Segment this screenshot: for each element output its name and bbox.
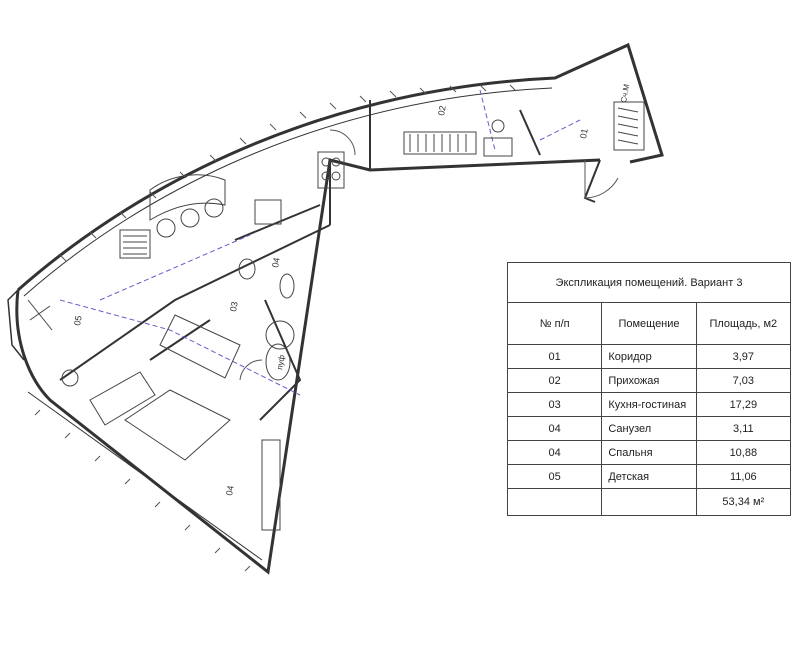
column-header-room: Помещение (601, 302, 697, 345)
row-room-name: Спальня (601, 440, 697, 465)
column-header-area: Площадь, м2 (695, 302, 792, 345)
row-area: 3,97 (695, 344, 792, 369)
wardrobe-hallway (403, 131, 477, 155)
meter-label: Сч.М (619, 83, 631, 103)
row-number: 03 (506, 392, 603, 417)
pouf-label: пуф (275, 354, 287, 371)
exterior-walls (7, 42, 664, 575)
total-area: 53,34 м² (695, 488, 792, 516)
table-row: 04 Санузел 3,11 (506, 416, 792, 441)
row-area: 7,03 (695, 368, 792, 393)
table-row: 05 Детская 11,06 (506, 464, 792, 489)
room-labels: 01 02 03 04 04 05 пуф Сч.М (72, 83, 631, 496)
bed (124, 389, 231, 461)
row-number: 02 (506, 368, 603, 393)
table-total-row: 53,34 м² (506, 488, 792, 516)
total-empty-cell (601, 488, 697, 516)
table-round (265, 320, 295, 350)
row-room-name: Кухня-гостиная (601, 392, 697, 417)
sofa (159, 314, 241, 379)
table-row: 02 Прихожая 7,03 (506, 368, 792, 393)
room-label-05: 05 (72, 315, 84, 327)
row-room-name: Прихожая (601, 368, 697, 393)
row-room-name: Детская (601, 464, 697, 489)
room-schedule-table: Экспликация помещений. Вариант 3 № п/п П… (506, 262, 792, 516)
row-area: 3,11 (695, 416, 792, 441)
bench (483, 137, 513, 157)
room-label-04-bath: 04 (270, 257, 282, 269)
table-row: 03 Кухня-гостиная 17,29 (506, 392, 792, 417)
toilet (279, 273, 295, 299)
crib (119, 229, 151, 259)
kitchen-counter (149, 174, 226, 221)
row-area: 10,88 (695, 440, 792, 465)
room-label-03: 03 (228, 301, 240, 313)
sink-counter (254, 199, 282, 225)
stove (317, 151, 345, 189)
furniture (27, 101, 645, 531)
table-row: 04 Спальня 10,88 (506, 440, 792, 465)
row-room-name: Коридор (601, 344, 697, 369)
room-label-02: 02 (436, 105, 448, 117)
table-title: Экспликация помещений. Вариант 3 (507, 262, 791, 303)
desk (89, 371, 156, 426)
row-room-name: Санузел (601, 416, 697, 441)
pouf (265, 343, 291, 381)
washbasin (238, 258, 256, 280)
column-header-number: № п/п (506, 302, 603, 345)
room-label-01: 01 (578, 128, 590, 140)
row-number: 04 (506, 440, 603, 465)
total-empty-cell (506, 488, 603, 516)
row-number: 04 (506, 416, 603, 441)
doors (239, 129, 619, 381)
row-number: 01 (506, 344, 603, 369)
ball (61, 369, 79, 387)
table-row: 01 Коридор 3,97 (506, 344, 792, 369)
wardrobe-bedroom (261, 439, 281, 531)
row-area: 11,06 (695, 464, 792, 489)
axis-lines (59, 89, 581, 396)
toy (27, 299, 53, 331)
row-area: 17,29 (695, 392, 792, 417)
room-label-04-bedroom: 04 (224, 485, 236, 497)
row-number: 05 (506, 464, 603, 489)
wardrobe-corridor (613, 101, 645, 151)
facade-windows (34, 84, 517, 572)
